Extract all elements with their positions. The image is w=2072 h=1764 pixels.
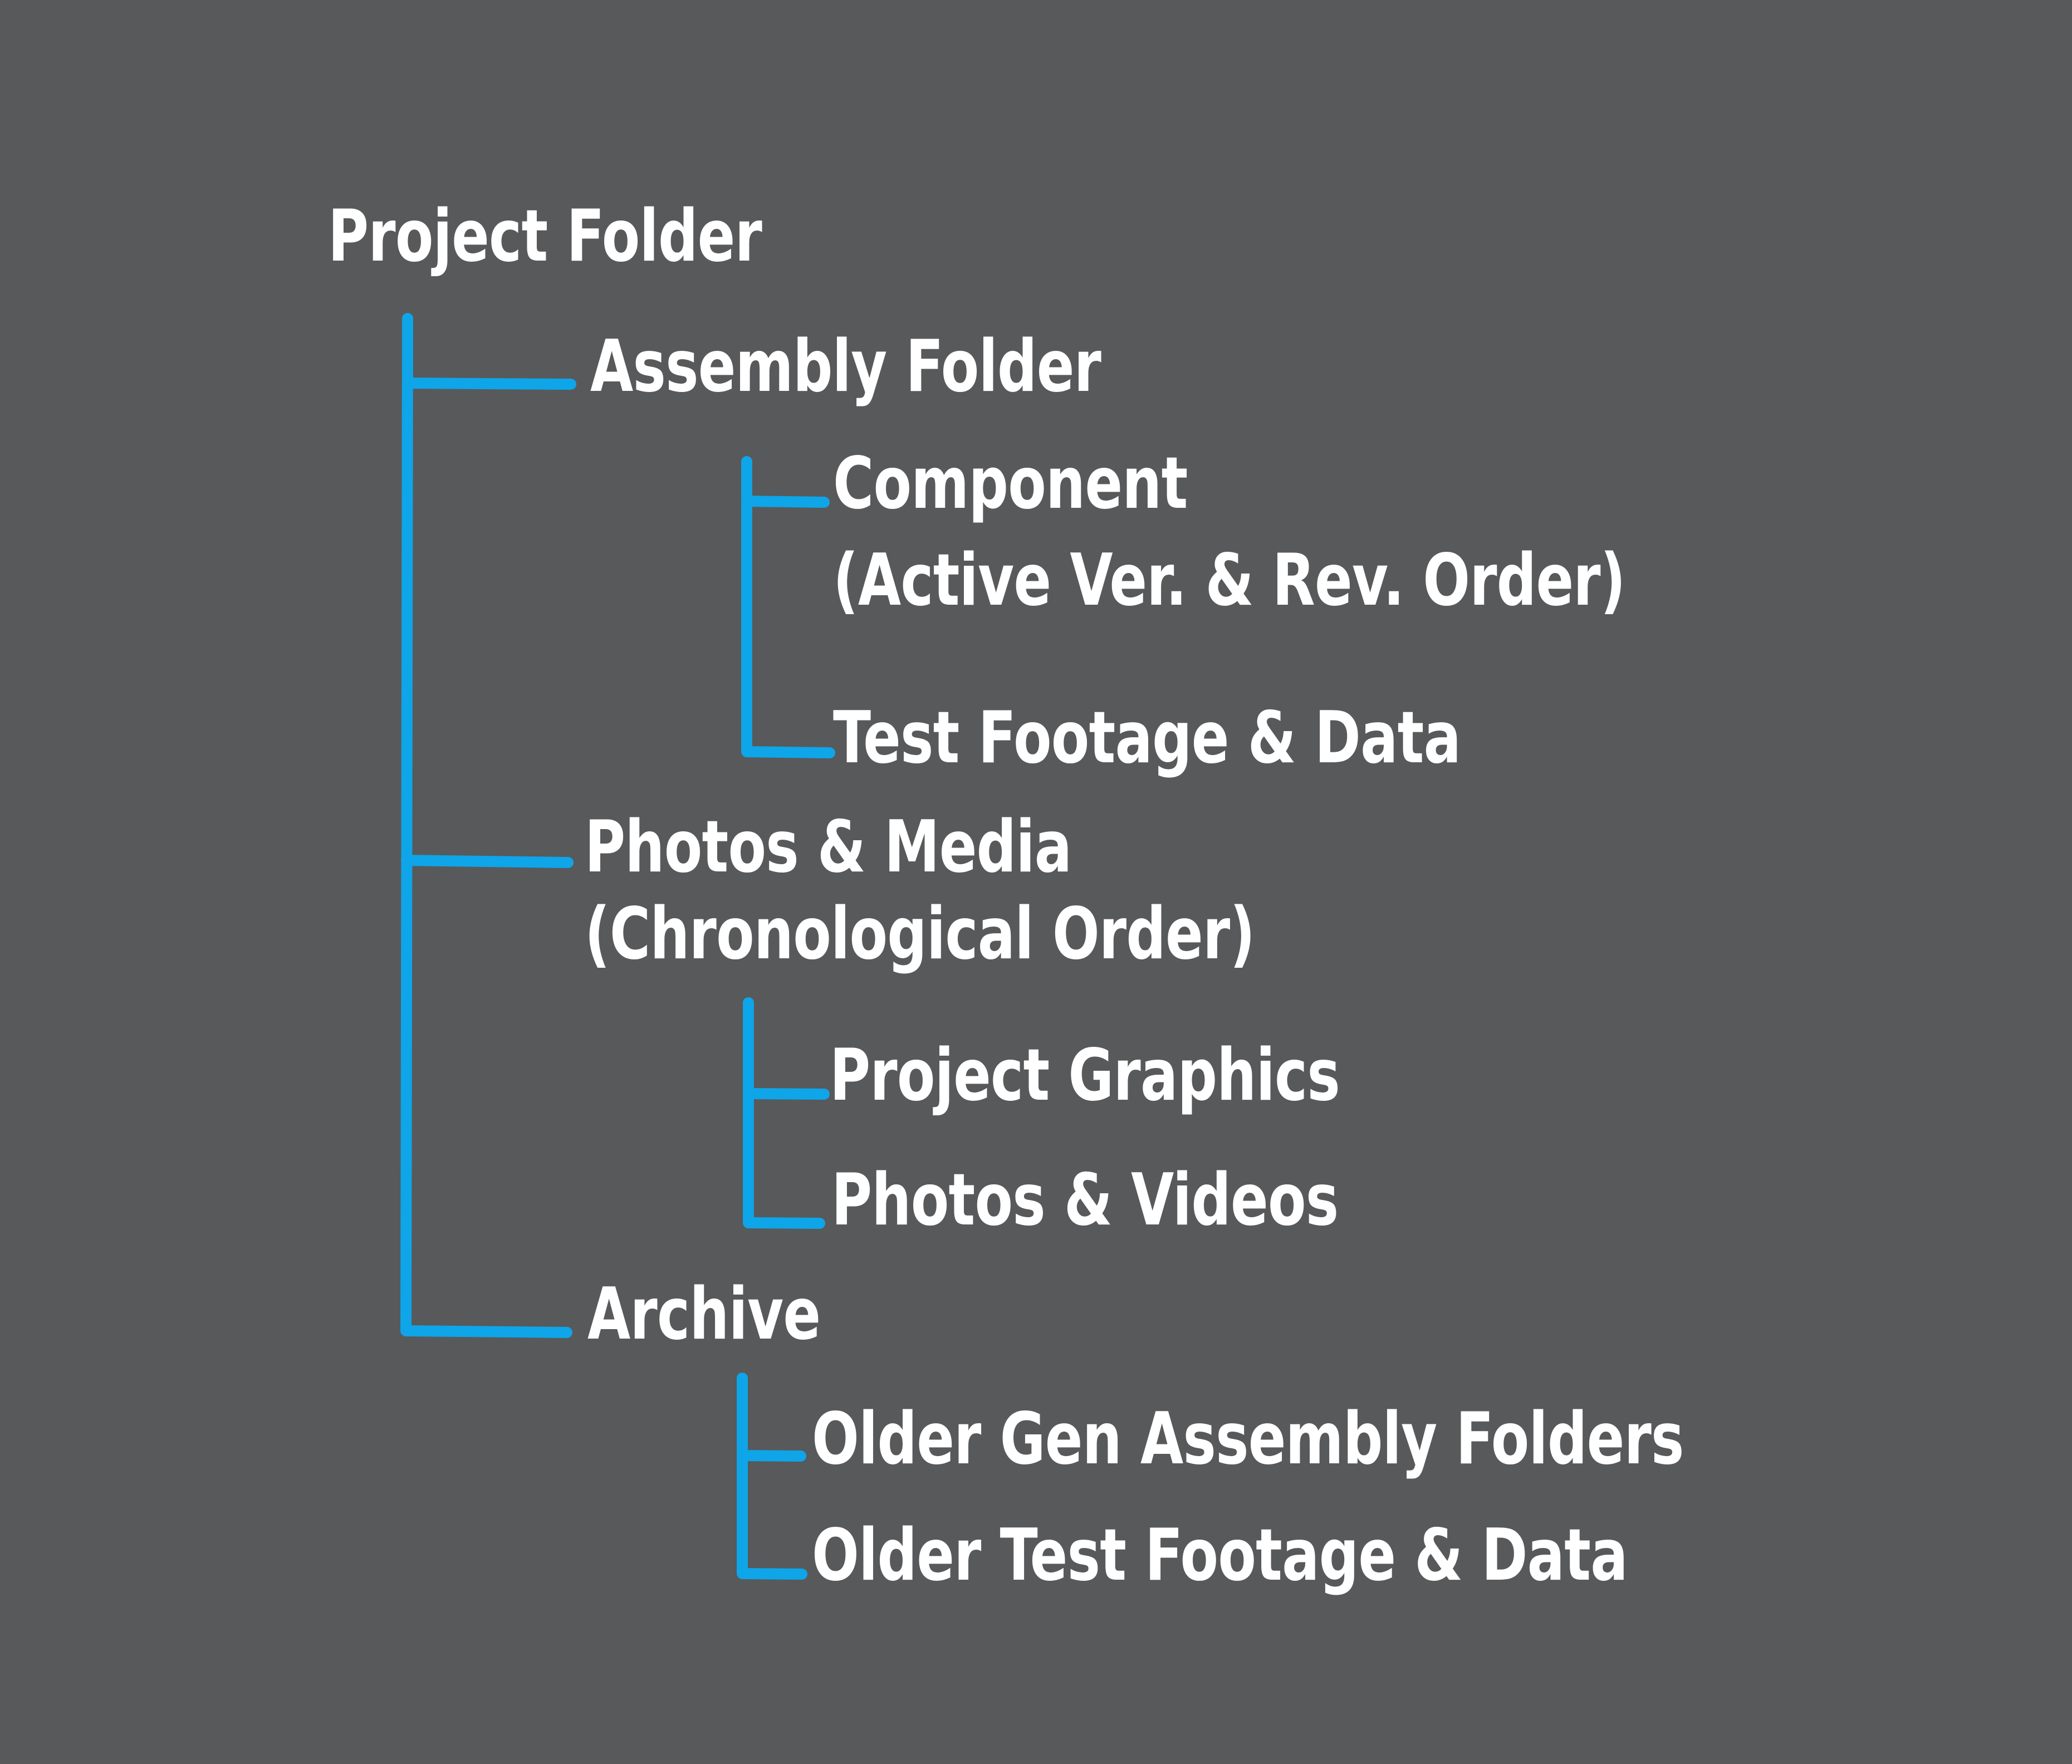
root-branch-line (400, 313, 572, 1338)
assembly-connector (402, 378, 576, 390)
archive-children-line (737, 1373, 807, 1580)
photos-media-connector (401, 855, 574, 868)
photos-media-label-line2: (Chronological Order) (585, 893, 1255, 976)
test-footage-label: Test Footage & Data (833, 697, 1461, 780)
component-label: Component (Active Ver. & Rev. Order) (833, 448, 1625, 616)
component-label-line2: (Active Ver. & Rev. Order) (833, 539, 1625, 622)
older-gen-assembly-label: Older Gen Assembly Folders (812, 1398, 1684, 1481)
photos-media-label: Photos & Media (Chronological Order) (585, 812, 1255, 970)
photos-media-label-line1: Photos & Media (585, 806, 1072, 889)
assembly-folder-label: Assembly Folder (590, 325, 1101, 408)
older-test-footage-label: Older Test Footage & Data (812, 1514, 1628, 1597)
project-graphics-label: Project Graphics (830, 1034, 1340, 1117)
photos-videos-label: Photos & Videos (831, 1159, 1339, 1242)
archive-label: Archive (587, 1273, 821, 1356)
assembly-children-line (741, 456, 835, 758)
project-folder-label: Project Folder (328, 195, 762, 278)
photos-media-children-line (743, 997, 825, 1229)
component-connector (741, 496, 830, 508)
component-label-line1: Component (833, 442, 1188, 525)
